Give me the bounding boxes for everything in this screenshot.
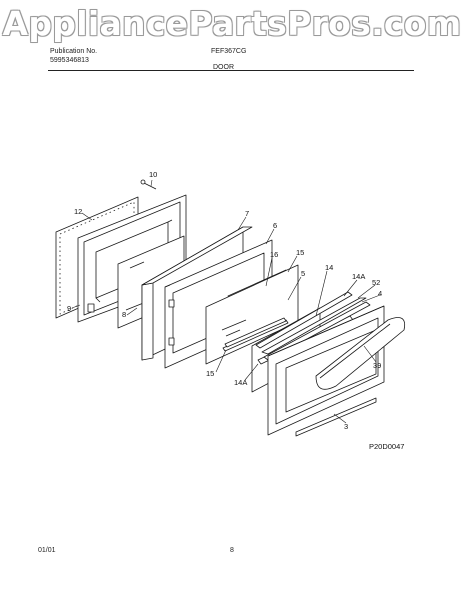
callout-label: 14A <box>234 378 247 387</box>
outer-door-trim <box>261 297 371 361</box>
callout-label: 10 <box>149 170 157 179</box>
callout-label: 39 <box>373 361 381 370</box>
callout-label: 14A <box>352 272 365 281</box>
model-number: FEF367CG <box>211 48 247 55</box>
callout-label: 4 <box>378 289 382 298</box>
footer-date: 01/01 <box>38 547 56 554</box>
callout-label: 16 <box>270 250 278 259</box>
callout-label: 7 <box>245 209 249 218</box>
callout-label: 15 <box>206 369 214 378</box>
leader-lines <box>71 179 381 424</box>
callout-label: 6 <box>273 221 277 230</box>
callout-label: 3 <box>344 422 348 431</box>
glass-retainer <box>222 317 289 352</box>
callout-label: 15 <box>296 248 304 257</box>
door-handle <box>315 317 406 390</box>
section-title: DOOR <box>213 64 234 71</box>
callout-label: 14 <box>325 263 333 272</box>
callout-label: 8 <box>122 310 126 319</box>
publication-label: Publication No. <box>50 48 98 55</box>
door-bottom-trim <box>295 397 377 437</box>
callout-label: 9 <box>67 304 71 313</box>
page-number: 8 <box>230 547 234 554</box>
watermark-logo: AppliancePartsPros.com <box>2 4 462 43</box>
diagram-code: P20D0047 <box>369 442 404 451</box>
callout-label: 5 <box>301 269 305 278</box>
door-screw <box>140 179 157 190</box>
callout-label: 52 <box>372 278 380 287</box>
header-rule <box>48 70 414 71</box>
publication-number: 5995346813 <box>50 57 89 64</box>
callout-label: 12 <box>74 207 82 216</box>
